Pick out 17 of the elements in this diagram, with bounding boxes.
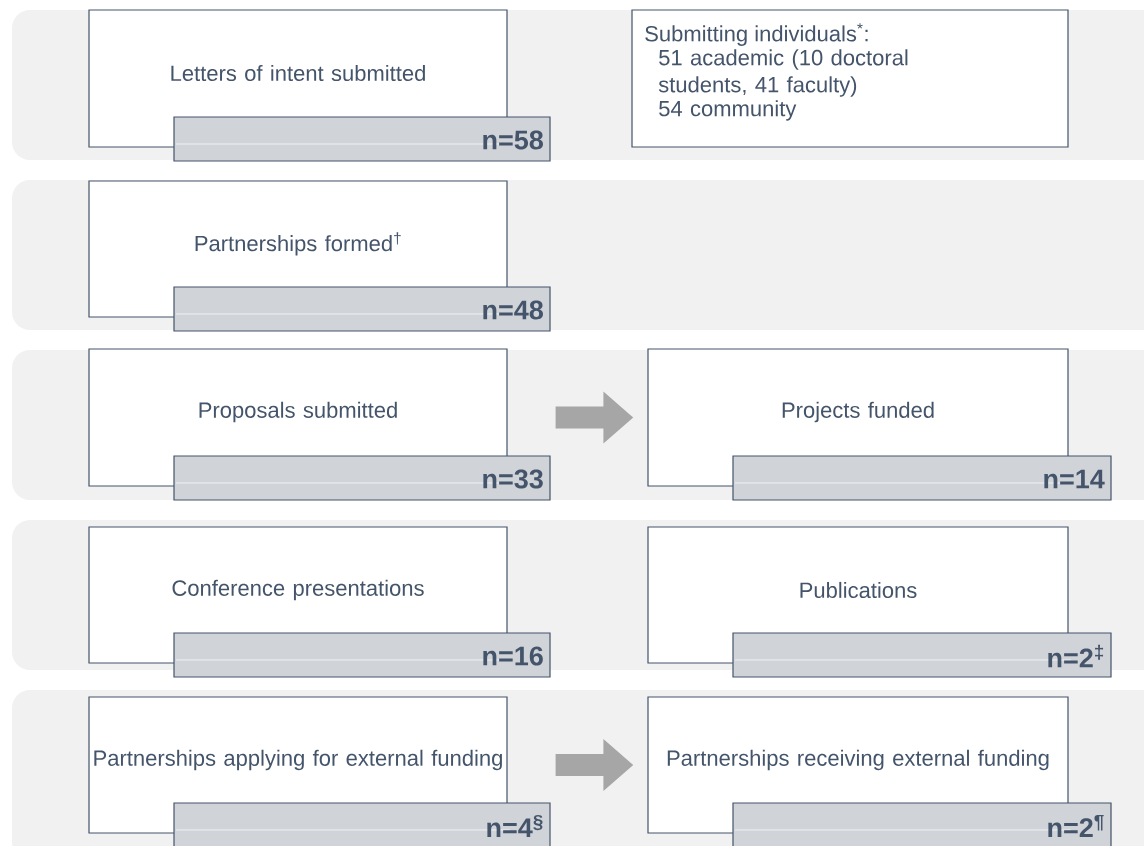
process-box: Proposals submitted n=33 [88,348,551,501]
process-box: Partnerships applying for external funding n=4$^{§}$ [88,696,551,846]
process-box: Conference presentations n=16 [88,526,551,678]
count-box: n=33 [173,455,551,501]
count-box: n=14 [732,455,1112,501]
text-box: Submitting individuals$^{*}$: 51 academic (10 doctoral students, 41 faculty) 54 community [631,9,1069,148]
process-box: Letters of intent submitted n=58 [88,9,551,162]
process-box: Partnerships formed$^{†}$ n=48 [88,180,551,332]
process-box: Projects funded n=14 [647,348,1112,501]
count-box: n=2$^{¶}$ [732,802,1112,846]
count-box: n=58 [173,116,551,162]
count-box: n=48 [173,286,551,332]
process-box: Publications n=2$^{‡}$ [647,526,1112,678]
count-box: n=4$^{§}$ [173,802,551,846]
count-box: n=16 [173,632,551,678]
process-box: Partnerships receiving external funding n=2$^{¶}$ [647,696,1112,846]
count-box: n=2$^{‡}$ [732,632,1112,678]
